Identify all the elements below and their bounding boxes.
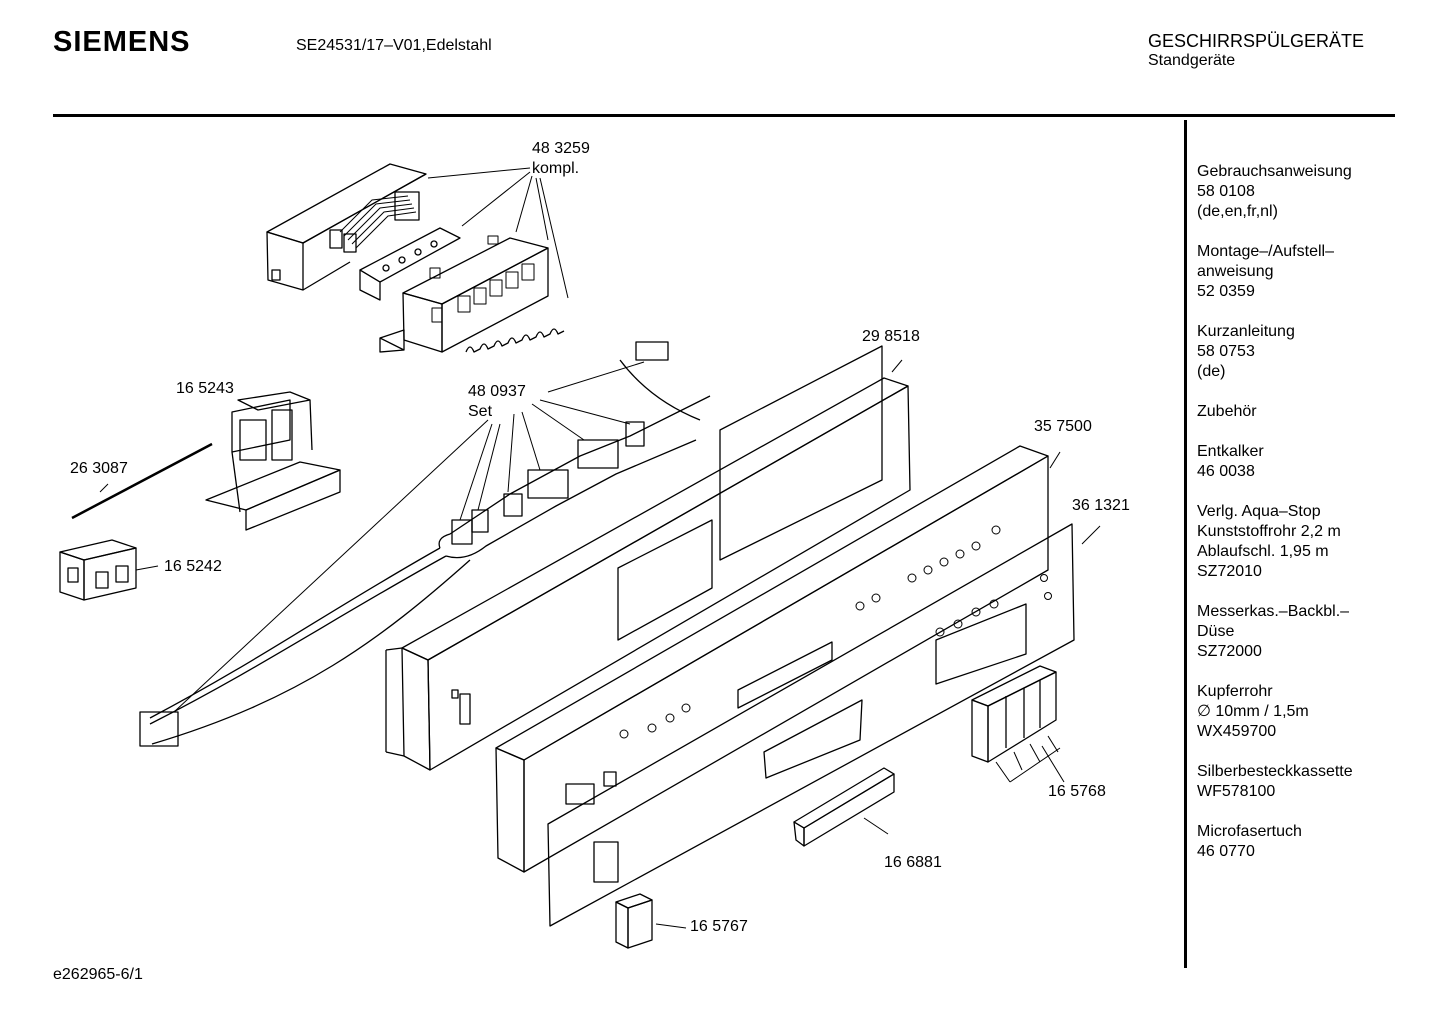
label-166881: 16 6881 xyxy=(884,854,942,871)
accessory-item: Microfasertuch 46 0770 xyxy=(1197,822,1427,862)
accessory-line: Kurzanleitung xyxy=(1197,323,1295,340)
subcategory-title: Standgeräte xyxy=(1148,52,1236,69)
accessory-line: Kupferrohr xyxy=(1197,683,1273,700)
model-number: SE24531/17–V01,Edelstahl xyxy=(296,37,492,54)
label-357500: 35 7500 xyxy=(1034,418,1092,435)
sidebar-divider xyxy=(1184,120,1187,968)
trim-strip-part xyxy=(793,767,895,847)
accessory-line: Entkalker xyxy=(1197,443,1264,460)
brand-logo: SIEMENS xyxy=(53,26,191,58)
accessory-line: Zubehör xyxy=(1197,403,1257,420)
label-263087: 26 3087 xyxy=(70,460,128,477)
label-165242: 16 5242 xyxy=(164,558,222,575)
accessory-line: Ablaufschl. 1,95 m xyxy=(1197,543,1329,560)
accessory-line: Montage–/Aufstell– xyxy=(1197,243,1334,260)
accessory-line: anweisung xyxy=(1197,263,1274,280)
accessories-list: Gebrauchsanweisung 58 0108 (de,en,fr,nl) M… xyxy=(1197,162,1427,882)
category-title: GESCHIRRSPÜLGERÄTE xyxy=(1148,31,1365,51)
accessory-line: SZ72010 xyxy=(1197,563,1262,580)
accessory-line: 58 0753 xyxy=(1197,343,1255,360)
accessory-line: Verlg. Aqua–Stop xyxy=(1197,503,1321,520)
accessory-item: Gebrauchsanweisung 58 0108 (de,en,fr,nl) xyxy=(1197,162,1427,222)
single-button-part xyxy=(615,893,687,949)
label-480937: 48 0937 xyxy=(468,383,526,400)
accessory-item: Kurzanleitung 58 0753 (de) xyxy=(1197,322,1427,382)
accessory-line: Gebrauchsanweisung xyxy=(1197,163,1352,180)
accessory-line: SZ72000 xyxy=(1197,643,1262,660)
accessory-line: WX459700 xyxy=(1197,723,1277,740)
label-483259: 48 3259 xyxy=(532,140,590,157)
accessory-line: Microfasertuch xyxy=(1197,823,1302,840)
accessory-line: Messerkas.–Backbl.– xyxy=(1197,603,1350,620)
document-code: e262965-6/1 xyxy=(53,966,143,983)
label-165768: 16 5768 xyxy=(1048,783,1106,800)
accessory-line: 46 0770 xyxy=(1197,843,1255,860)
label-set: Set xyxy=(468,403,493,420)
wire-part xyxy=(71,442,213,520)
accessory-line: 46 0038 xyxy=(1197,463,1255,480)
accessory-line: ∅ 10mm / 1,5m xyxy=(1197,703,1309,720)
inner-panel-part xyxy=(495,445,1061,873)
cable-set-part xyxy=(139,341,711,747)
label-kompl: kompl. xyxy=(532,160,580,177)
accessory-line: (de) xyxy=(1197,363,1226,380)
accessory-item: Entkalker 46 0038 xyxy=(1197,442,1427,482)
accessory-line: Silberbesteckkassette xyxy=(1197,763,1353,780)
accessory-line: WF578100 xyxy=(1197,783,1276,800)
button-set-part xyxy=(971,665,1065,783)
label-165243: 16 5243 xyxy=(176,380,234,397)
accessory-line: 52 0359 xyxy=(1197,283,1255,300)
accessory-line: Kunststoffrohr 2,2 m xyxy=(1197,523,1341,540)
relay-part xyxy=(59,539,159,601)
label-298518: 29 8518 xyxy=(862,328,920,345)
accessory-item: Zubehör xyxy=(1197,402,1427,422)
front-panel-part xyxy=(547,523,1101,927)
accessory-line: 58 0108 xyxy=(1197,183,1255,200)
accessory-line: (de,en,fr,nl) xyxy=(1197,203,1278,220)
accessory-line: Düse xyxy=(1197,623,1235,640)
relay-holder-part xyxy=(205,391,341,531)
label-165767: 16 5767 xyxy=(690,918,748,935)
control-module-part xyxy=(266,163,569,353)
exploded-parts-diagram xyxy=(59,163,1101,949)
header-divider xyxy=(53,114,1395,117)
label-361321: 36 1321 xyxy=(1072,497,1130,514)
accessory-item: Montage–/Aufstell– anweisung 52 0359 xyxy=(1197,242,1427,302)
control-frame-part xyxy=(385,345,911,771)
